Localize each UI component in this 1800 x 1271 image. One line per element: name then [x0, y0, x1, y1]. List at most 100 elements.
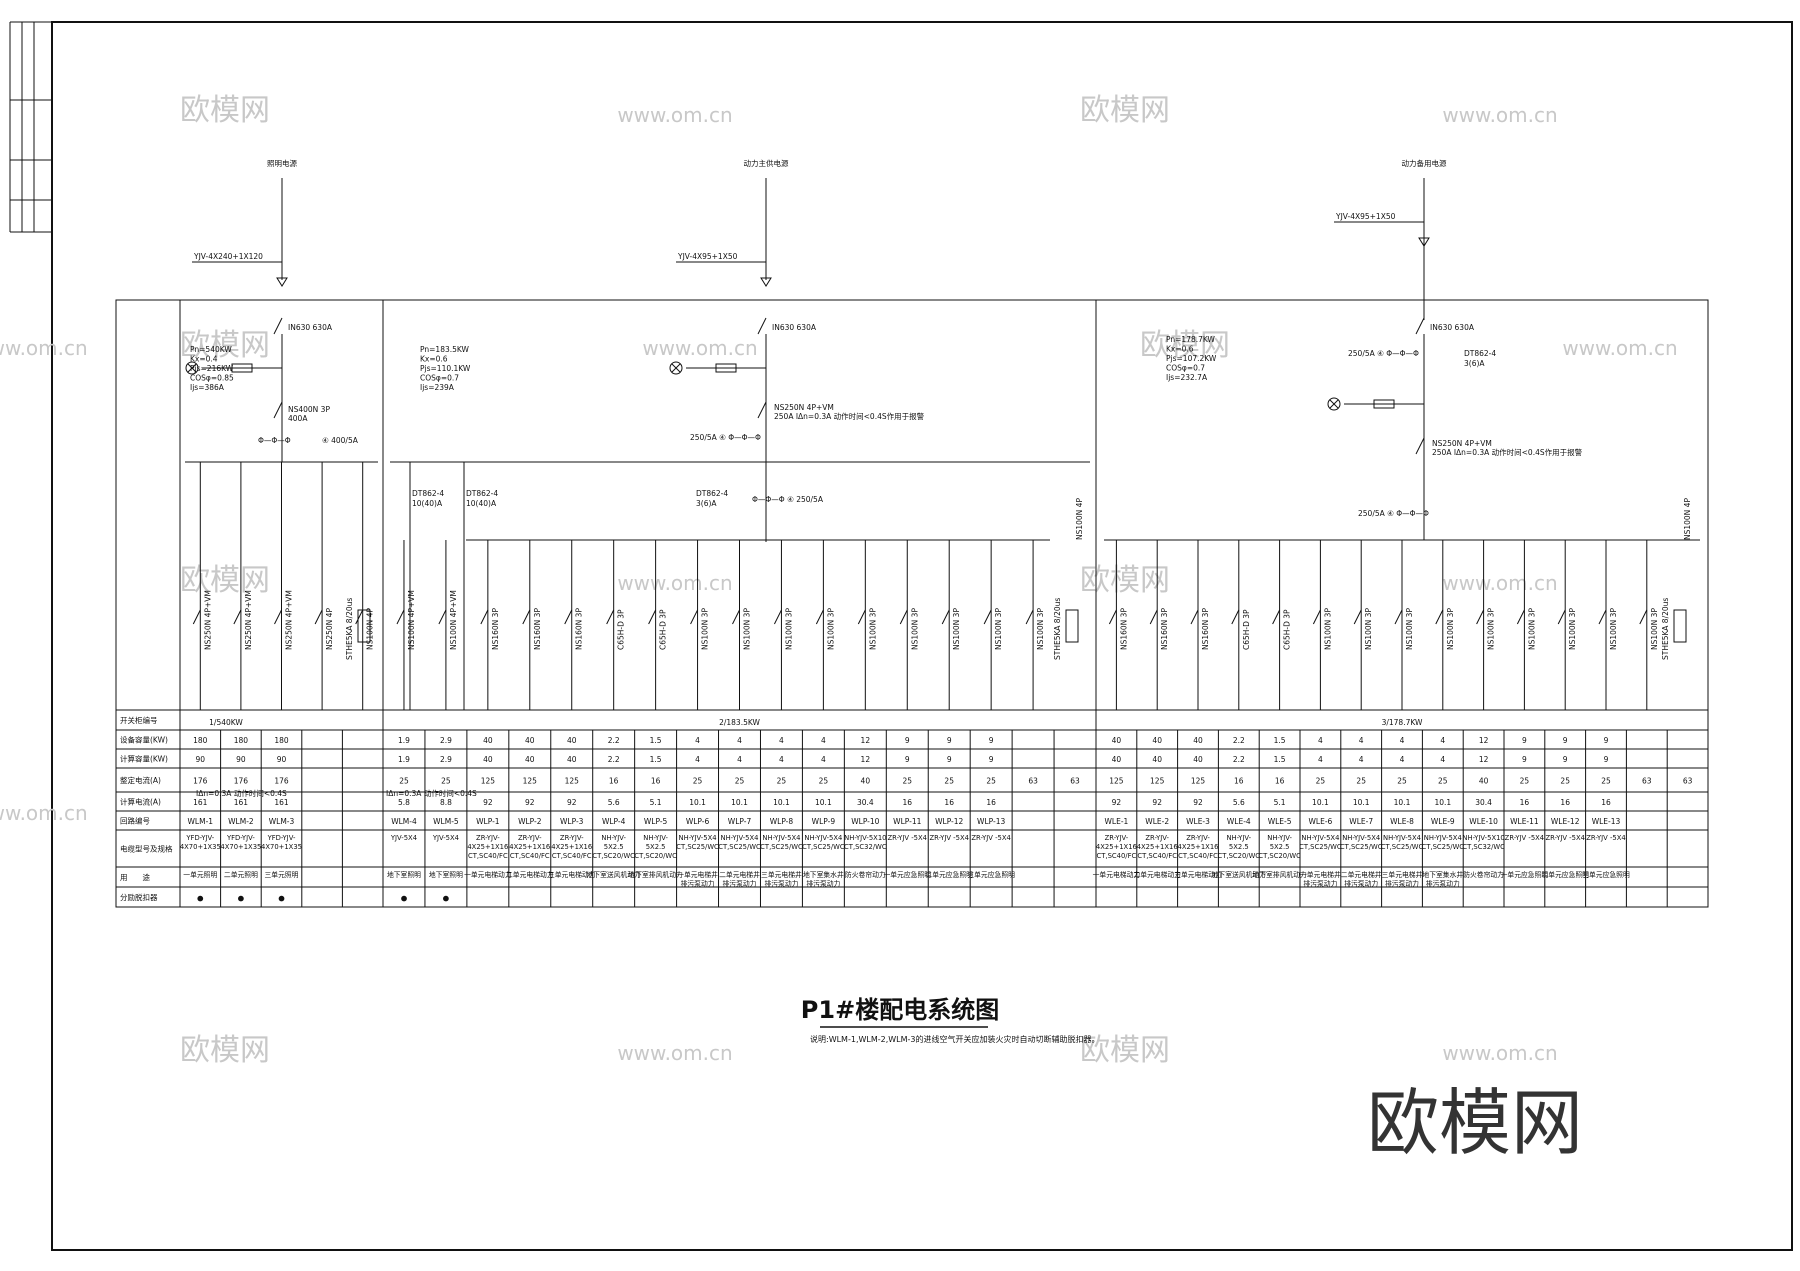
circuit-breaker-label: NS100N 3P [1036, 608, 1045, 650]
cell-no: WLP-4 [602, 817, 626, 826]
cell-cap: 9 [1604, 736, 1609, 745]
cell-use: 三单元电梯动力 [548, 870, 596, 879]
indicator-lamp-icon [669, 361, 683, 375]
circuit-breaker-label: NS100N 3P [1527, 608, 1536, 650]
circuit-breaker-label: NS160N 3P [1201, 608, 1210, 650]
cell-cable: ZR-YJV -5X4 [971, 834, 1010, 842]
cell-cap: 4 [737, 736, 742, 745]
circuit-breaker-blade [606, 609, 615, 625]
cell-cap: 40 [483, 736, 493, 745]
cell-set: 176 [274, 777, 289, 786]
cell-set: 16 [651, 777, 661, 786]
cell-cable: YJV-5X4 [432, 834, 459, 842]
cell-no: WLE-2 [1145, 817, 1169, 826]
watermark-url: www.om.cn [617, 571, 732, 595]
cell-cur: 5.1 [650, 798, 662, 807]
cell-cable: CT,SC40/FC [468, 852, 508, 860]
cell-no: WLP-9 [812, 817, 836, 826]
circuit-WLE-12: NS100N 3P [1557, 540, 1577, 710]
row-label: 回路编号 [120, 816, 150, 826]
cell-cable: CT,SC25/WC [1381, 843, 1424, 851]
cell-cable: NH-YJV-5X4 [804, 834, 842, 842]
circuit-WLP-2: NS160N 3P [522, 540, 542, 710]
surge-protector-label: STHE5KA 8/20us [1661, 598, 1670, 660]
circuit-WLP-9: NS100N 3P [815, 540, 835, 710]
cell-cable: CT,SC25/WC [802, 843, 845, 851]
circuit-breaker-blade [1025, 609, 1034, 625]
cell-set: 125 [1191, 777, 1206, 786]
cell-no: WLE-3 [1186, 817, 1210, 826]
cell-cable: 4X70+1X35 [180, 843, 221, 851]
cell-cur: 16 [1601, 798, 1611, 807]
meter-b-spec: 10(40)A [466, 499, 497, 508]
circuit-breaker-blade [1598, 609, 1607, 625]
circuit-breaker-blade [396, 609, 405, 625]
cell-cable: ZR-YJV -5X4 [929, 834, 968, 842]
circuit-breaker-label: C65H-D 3P [659, 609, 668, 650]
circuit-WLE-7: NS100N 3P [1353, 540, 1373, 710]
cell-cur: 5.6 [608, 798, 620, 807]
cell-calc: 4 [821, 755, 826, 764]
drawing-frame [9, 21, 1793, 1251]
cell-cable: NH-YJV-5X4 [1383, 834, 1421, 842]
row-label: 设备容量(KW) [120, 735, 168, 745]
cell-use: 三单元应急照明 [967, 870, 1015, 879]
circuit-breaker-label: NS100N 3P [1568, 608, 1577, 650]
cell-calc: 9 [947, 755, 952, 764]
cell-use: 二单元应急照明 [925, 870, 973, 879]
circuit-breaker-blade [773, 609, 782, 625]
cell-cable: CT,SC32/WC [1462, 843, 1505, 851]
main-breaker-blade [1415, 317, 1425, 335]
circuit-breaker-blade [1394, 609, 1403, 625]
switchboard-outline [115, 299, 1709, 908]
cell-cable: CT,SC20/WC [1218, 852, 1261, 860]
cell-set: 25 [902, 777, 912, 786]
circuit-spare-3: NS250N 4P [314, 462, 334, 710]
circuit-table: 开关柜编号设备容量(KW)计算容量(KW)整定电流(A)计算电流(A)回路编号电… [116, 709, 1709, 908]
cell-cap: 180 [193, 736, 208, 745]
cable-terminal-icon [760, 277, 772, 287]
watermark-logo: 欧模网 [180, 328, 270, 363]
cell-use: 二单元电梯井 [719, 870, 760, 879]
cell-set: 25 [399, 777, 409, 786]
circuit-breaker-label: NS250N 4P+VM [285, 590, 294, 650]
cell-use: 三单元照明 [265, 870, 299, 879]
cell-set: 16 [1234, 777, 1244, 786]
cell-cur: 92 [1112, 798, 1122, 807]
fuse-icon [715, 363, 737, 373]
circuit-breaker-blade [355, 609, 364, 625]
incoming-cable-spec: YJV-4X95+1X50 [677, 252, 738, 261]
load-calc-line: COSφ=0.7 [420, 374, 459, 383]
cell-set: 25 [441, 777, 451, 786]
cell-no: WLP-11 [893, 817, 921, 826]
cell-no: WLP-6 [686, 817, 710, 826]
meter-a-spec: 10(40)A [412, 499, 443, 508]
cell-cable: ZR-YJV -5X4 [1505, 834, 1544, 842]
circuit-breaker-blade [564, 609, 573, 625]
circuit-breaker-label: NS250N 4P+VM [244, 590, 253, 650]
circuit-WLM-1: NS250N 4P+VM [192, 462, 212, 710]
cell-no: WLE-13 [1592, 817, 1621, 826]
cell-no: WLE-11 [1510, 817, 1539, 826]
circuit-WLE-3: NS160N 3P [1190, 540, 1210, 710]
cell-use: 防火卷帘动力 [1463, 870, 1504, 879]
cell-no: WLP-8 [770, 817, 794, 826]
cell-cap: 4 [1359, 736, 1364, 745]
cell-set: 25 [1356, 777, 1366, 786]
circuit-WLE-9: NS100N 3P [1435, 540, 1455, 710]
cell-cap: 4 [821, 736, 826, 745]
cell-set: 25 [1438, 777, 1448, 786]
cell-cable: ZR-YJV- [560, 834, 584, 842]
cell-set: 25 [944, 777, 954, 786]
current-transformer-label: 250/5A ④ Φ—Φ—Φ [1348, 349, 1419, 358]
cell-cur: 10.1 [1394, 798, 1411, 807]
cell-cap: 4 [1440, 736, 1445, 745]
cell-calc: 4 [695, 755, 700, 764]
cell-set: 25 [1560, 777, 1570, 786]
watermark-logo: 欧模网 [1080, 563, 1170, 598]
circuit-breaker-label: NS100N 4P [366, 608, 375, 650]
cell-use: 三单元电梯动力 [1174, 870, 1222, 879]
cell-use: 三单元电梯井 [1382, 870, 1423, 879]
